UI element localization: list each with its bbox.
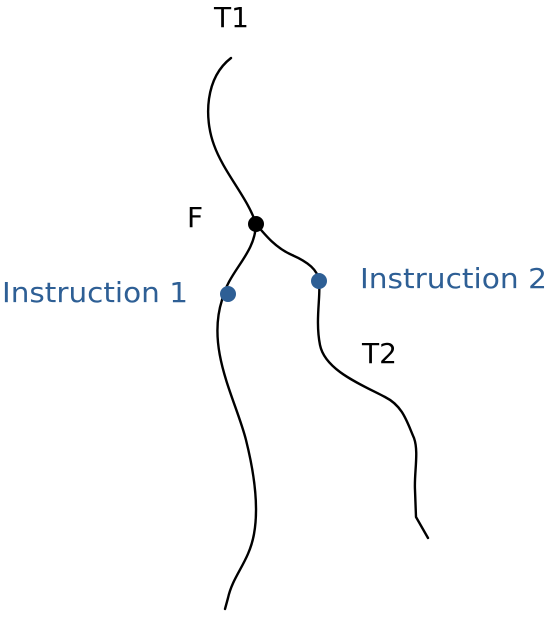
thread-t2-label: T2: [361, 337, 397, 370]
fork-point: [248, 216, 264, 232]
instruction-1-point: [220, 286, 236, 302]
thread-t1-label: T1: [213, 1, 249, 34]
instruction-2-label: Instruction 2: [360, 262, 547, 295]
instruction-1-label: Instruction 1: [2, 276, 188, 309]
thread-t1-lower-line: [216, 222, 258, 611]
thread-t2-line: [254, 222, 430, 540]
thread-t1-upper-line: [206, 56, 258, 226]
instruction-2-point: [311, 273, 327, 289]
fork-label: F: [187, 201, 203, 234]
